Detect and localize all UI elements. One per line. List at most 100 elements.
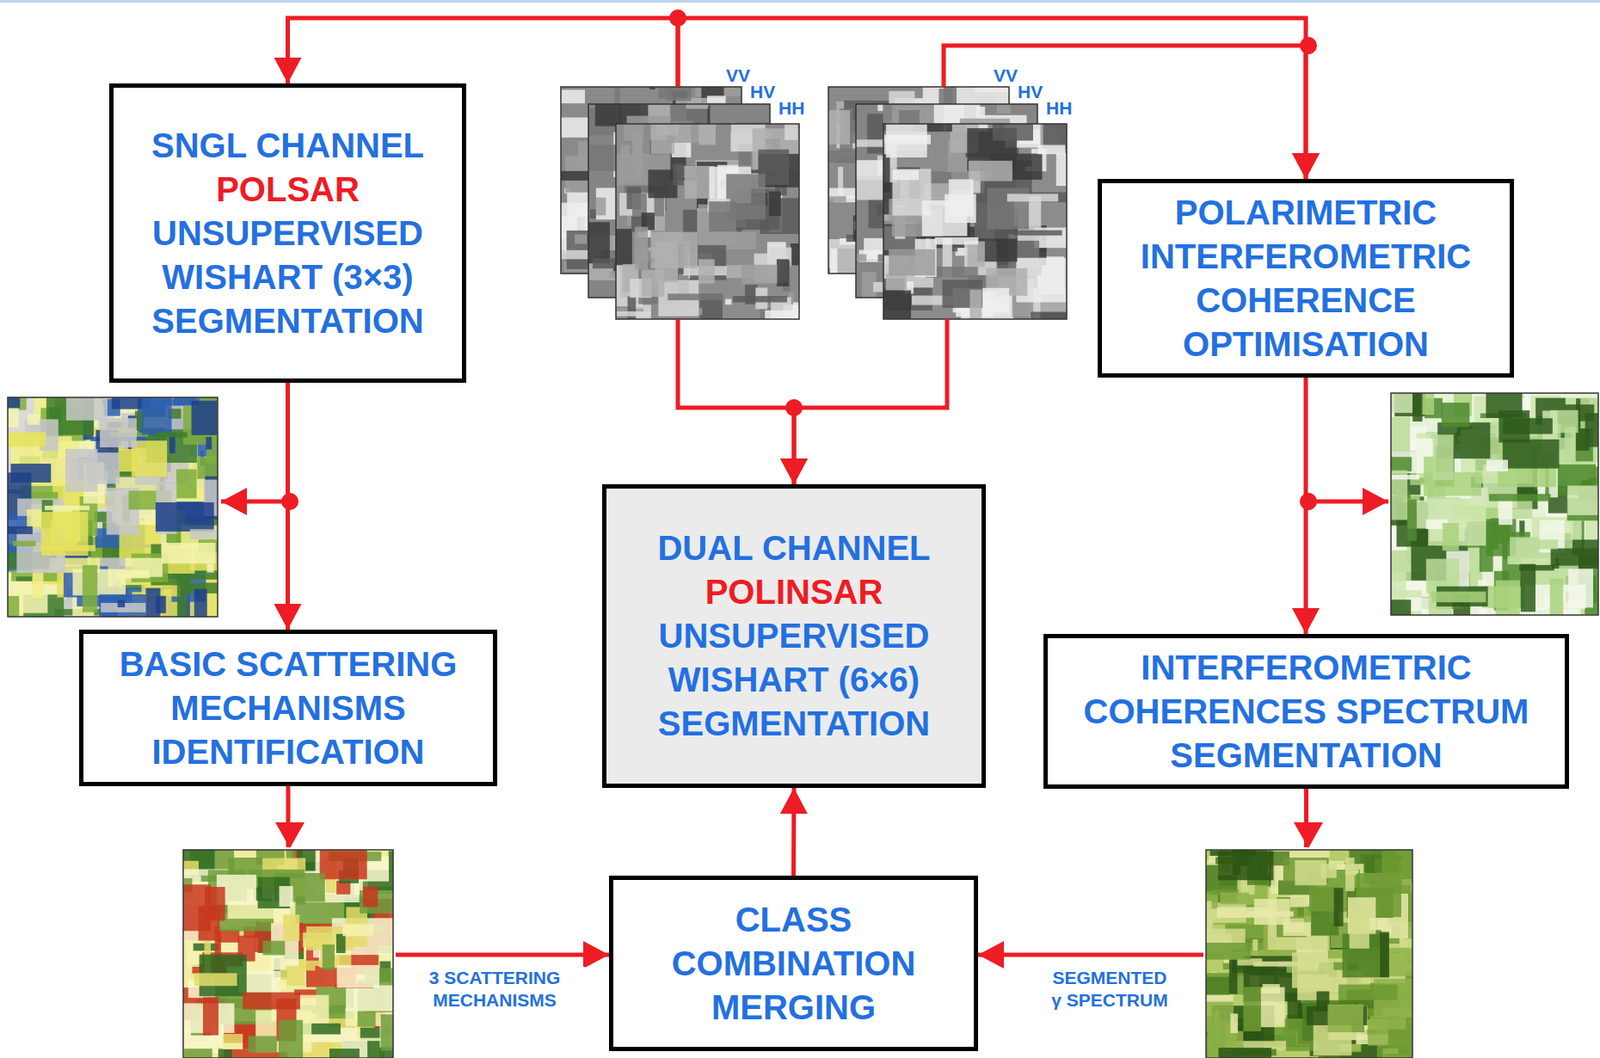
illustration-shape (996, 104, 1011, 114)
text-wrap: INTERFEROMETRIC COHERENCES SPECTRUM SEGM… (1058, 646, 1555, 778)
image-frame (883, 123, 1067, 320)
scattering-thumbnail (183, 849, 394, 1058)
text-wrap: SNGL CHANNELPOLSARUNSUPERVISED WISHART (… (123, 123, 452, 344)
image-frame (7, 397, 218, 617)
illustration-shape (1219, 892, 1250, 905)
illustration-shape (1412, 393, 1422, 422)
illustration-shape (7, 408, 19, 428)
illustration-shape (12, 541, 37, 547)
text-wrap: DUAL CHANNELPOLINSARUNSUPERVISED WISHART… (616, 526, 972, 746)
illustration-shape (672, 163, 684, 185)
illustration-shape (177, 578, 188, 617)
illustration-shape (967, 241, 985, 268)
illustration-shape (279, 886, 294, 907)
junction-dot (669, 9, 687, 27)
connector-arrow (288, 18, 679, 87)
illustration-shape (7, 596, 19, 617)
illustration-shape (131, 440, 167, 477)
illustration-shape (141, 397, 173, 435)
illustration-shape (283, 914, 300, 942)
illustration-shape (1246, 910, 1294, 917)
connector-arrow (793, 319, 948, 485)
illustration-shape (877, 104, 883, 111)
illustration-shape (790, 243, 800, 265)
illustration-shape (992, 123, 1034, 141)
illustration-shape (634, 227, 648, 271)
junction-dot (281, 492, 299, 511)
illustration-shape (276, 979, 287, 990)
process-box: POLARIMETRIC INTERFEROMETRIC COHERENCE O… (1097, 178, 1514, 378)
illustration-shape (207, 564, 215, 573)
illustration-shape (209, 1042, 243, 1049)
illustration-shape (117, 600, 125, 608)
illustration-shape (1370, 1015, 1406, 1029)
junction-dot (785, 399, 803, 417)
illustration-shape (342, 923, 374, 936)
illustration-shape (641, 270, 665, 298)
illustration-shape (1206, 900, 1212, 910)
illustration-shape (286, 966, 316, 972)
illustration-shape (218, 1047, 233, 1058)
box-text: POLSAR (123, 167, 452, 212)
illustration-shape (1502, 439, 1560, 469)
illustration-shape (176, 469, 197, 499)
illustration-shape (1327, 1004, 1363, 1033)
illustration-shape (1486, 460, 1508, 472)
illustration-shape (938, 88, 952, 106)
illustration-shape (191, 400, 218, 436)
branch-arrow (221, 499, 290, 505)
illustration-shape (1390, 456, 1412, 472)
illustration-shape (145, 588, 160, 617)
channel-label: HV (1017, 82, 1043, 102)
branch-arrow (1308, 499, 1389, 505)
illustration-shape (764, 310, 800, 320)
illustration-shape (1206, 977, 1231, 996)
illustration-shape (1433, 434, 1454, 480)
illustration-shape (1007, 193, 1059, 202)
box-text: POLARIMETRIC INTERFEROMETRIC COHERENCE O… (1140, 190, 1471, 367)
illustration-shape (155, 431, 187, 437)
process-box: DUAL CHANNELPOLINSARUNSUPERVISED WISHART… (602, 484, 986, 788)
illustration-shape (951, 246, 958, 253)
edge-label: SEGMENTED γ SPECTRUM (1046, 966, 1174, 1012)
illustration-shape (1390, 393, 1413, 413)
illustration-shape (115, 570, 150, 579)
connector-arrow (978, 788, 1307, 955)
illustration-shape (205, 436, 212, 450)
illustration-shape (190, 529, 218, 540)
channel-label: VV (726, 66, 751, 86)
illustration-shape (1349, 905, 1370, 948)
illustration-shape (345, 984, 394, 1011)
illustration-shape (1218, 851, 1274, 881)
illustration-shape (7, 431, 46, 447)
box-text: INTERFEROMETRIC COHERENCES SPECTRUM SEGM… (1058, 646, 1555, 778)
illustration-shape (1230, 1013, 1238, 1034)
illustration-shape (725, 299, 732, 306)
illustration-shape (615, 228, 633, 265)
edge-label: 3 SCATTERING MECHANISMS (404, 966, 585, 1012)
illustration-shape (698, 123, 716, 146)
illustration-shape (1260, 987, 1285, 1028)
sar-image (615, 123, 800, 320)
illustration-shape (322, 944, 335, 971)
illustration-shape (1056, 153, 1067, 186)
illustration-shape (883, 153, 891, 192)
illustration-shape (935, 237, 979, 245)
illustration-shape (1334, 887, 1344, 926)
channel-label: HH (778, 98, 805, 118)
box-text: POLINSAR (616, 570, 972, 615)
illustration-shape (685, 104, 708, 109)
illustration-shape (1390, 474, 1420, 480)
illustration-shape (1442, 523, 1459, 551)
illustration-shape (82, 565, 98, 613)
illustration-shape (968, 160, 1013, 182)
illustration-shape (708, 201, 737, 232)
illustration-shape (1390, 599, 1411, 616)
coherence-thumbnail (1390, 393, 1599, 616)
illustration-shape (1382, 1048, 1398, 1055)
illustration-shape (656, 123, 679, 136)
illustration-shape (1345, 857, 1354, 892)
illustration-shape (1043, 123, 1067, 149)
illustration-shape (1218, 1047, 1272, 1058)
process-box: INTERFEROMETRIC COHERENCES SPECTRUM SEGM… (1043, 633, 1570, 789)
